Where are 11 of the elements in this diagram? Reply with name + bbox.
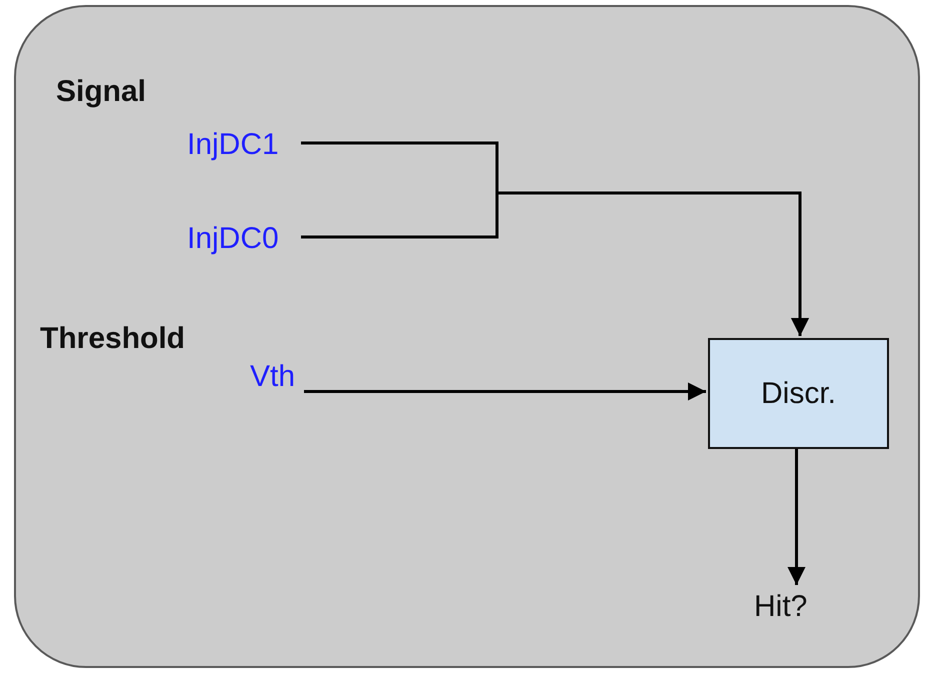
rounded-panel <box>14 5 920 668</box>
signal-name: InjDC1 <box>187 125 303 165</box>
discriminator-box: Discr. <box>708 338 889 449</box>
signal-name: Vth <box>250 357 306 397</box>
signal-name: InjDC0 <box>187 219 303 259</box>
arrow <box>788 447 806 585</box>
group-heading: Threshold <box>40 321 186 357</box>
output-label: Hit? <box>754 587 816 627</box>
arrow <box>301 192 809 336</box>
group-heading: Signal <box>56 74 146 110</box>
arrow <box>304 382 706 400</box>
